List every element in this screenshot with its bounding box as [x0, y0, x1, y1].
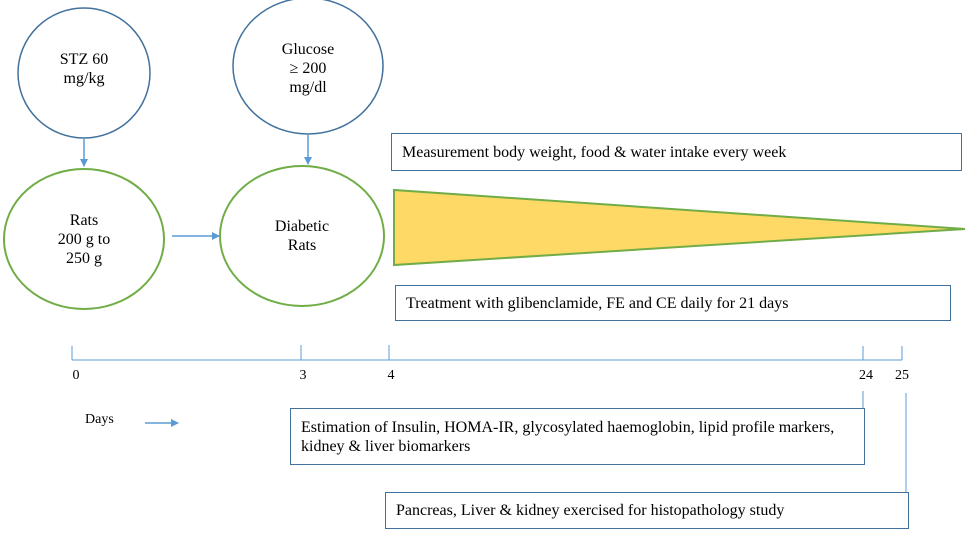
- days-label: Days: [85, 412, 114, 427]
- treatment-duration-wedge: [393, 188, 966, 267]
- tick-label-3: 3: [299, 368, 307, 383]
- tick-label-24: 24: [859, 368, 873, 383]
- treatment-box: Treatment with glibenclamide, FE and CE …: [395, 285, 951, 321]
- stz-label: STZ 60 mg/kg: [59, 51, 109, 87]
- rats-label: Rats 200 g to 250 g: [57, 211, 111, 267]
- estimation-box: Estimation of Insulin, HOMA-IR, glycosyl…: [290, 408, 865, 465]
- diabetic-rats-label: Diabetic Rats: [274, 218, 330, 254]
- tick-label-4: 4: [387, 368, 395, 383]
- rats-circle: [3, 168, 165, 310]
- tick-label-0: 0: [72, 368, 80, 383]
- measurement-box: Measurement body weight, food & water in…: [391, 133, 962, 171]
- tick-label-25: 25: [895, 368, 909, 383]
- pancreas-box: Pancreas, Liver & kidney exercised for h…: [385, 492, 909, 529]
- glucose-label: Glucose ≥ 200 mg/dl: [281, 40, 335, 96]
- glucose-circle: [232, 0, 384, 135]
- diabetic-rats-circle: [219, 165, 385, 307]
- stz-circle: [17, 7, 151, 139]
